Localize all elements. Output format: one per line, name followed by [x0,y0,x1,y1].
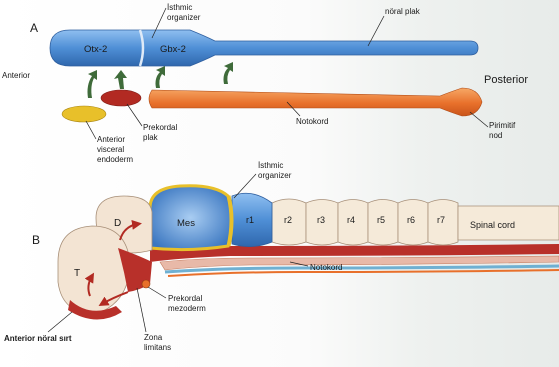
gbx2-label: Gbx-2 [160,44,186,55]
rhombomeres [272,199,559,245]
noral-plak-label: nöral plak [385,7,421,16]
anterior-visceral-endoderm-shape [62,106,106,122]
neural-plate-shape [50,30,478,66]
isthmic-organizer-label-b: İsthmic organizer [258,161,292,180]
t-label: T [74,268,80,279]
panel-a: A Otx-2 Gbx-2 İsthmic organizer nöral pl… [2,3,528,164]
prekordal-plak-label: Prekordal plak [143,123,179,142]
notokord-label-a: Notokord [296,117,328,126]
notokord-label-b: Notokord [310,263,342,272]
anterior-noral-sirt-label: Anterior nöral sırt [4,334,72,343]
anterior-label: Anterior [2,71,30,80]
posterior-label: Posterior [484,74,528,86]
prekordal-plak-leader [127,104,142,126]
anterior-visceral-endoderm-label: Anterior visceral endoderm [97,135,133,164]
spinal-cord-label: Spinal cord [470,220,515,230]
anterior-noral-sirt-leader [48,312,72,332]
d-label: D [114,218,121,229]
zona-limitans-leader [137,288,146,332]
r1-label: r1 [246,215,254,225]
r6-label: r6 [407,215,415,225]
r5-label: r5 [377,215,385,225]
panel-b-letter: B [32,233,40,247]
panel-b: B [4,161,559,352]
signal-arrow-1 [88,70,98,98]
prekordal-mezoderm-leader [148,287,166,298]
isthmic-organizer-label-a: İsthmic organizer [167,3,201,22]
lower-orange-line [168,270,559,276]
prekordal-mezoderm-label: Prekordal mezoderm [168,294,206,313]
prekordal-plak-shape [101,90,141,106]
signal-arrow-4 [224,62,234,84]
signal-arrow-2 [114,70,127,89]
primitif-nod-leader [470,112,488,127]
panel-a-letter: A [30,21,38,35]
primitif-nod-label: Pirimitif nod [489,121,517,140]
signal-arrow-3 [156,66,166,88]
prekordal-mezoderm-shape [142,280,150,288]
mes-label: Mes [177,218,195,229]
r2-label: r2 [284,215,292,225]
notochord-a [149,88,482,116]
r7-label: r7 [437,215,445,225]
zona-limitans-label: Zona limitans [144,333,171,352]
endoderm-leader [86,121,96,139]
otx2-label: Otx-2 [84,44,107,55]
r3-label: r3 [317,215,325,225]
r4-label: r4 [347,215,355,225]
